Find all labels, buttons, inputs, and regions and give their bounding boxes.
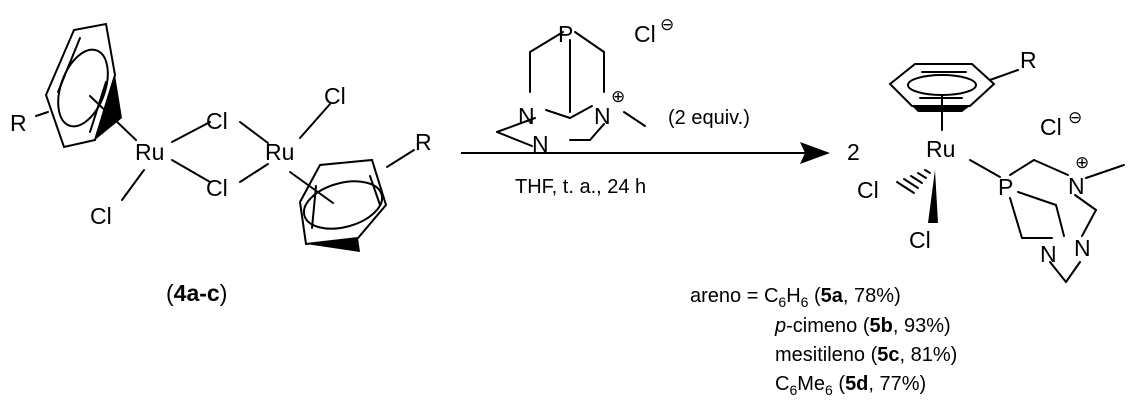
product-cl-wedge: Cl [909, 227, 931, 253]
reactant-cl-terminal-left: Cl [90, 203, 112, 229]
arene-ring-right [298, 158, 388, 252]
yield-line-5d: C6Me6 (5d, 77%) [775, 373, 926, 398]
reaction-arrow [461, 142, 830, 164]
yield-line-5c: mesitileno (5c, 81%) [775, 344, 957, 366]
reactant-dimer: R Ru Cl Cl Ru Cl Cl R (4a-c) [10, 22, 432, 306]
reagent-counterion: Cl [634, 21, 656, 47]
product-bond-r [989, 69, 1019, 81]
reagent-plus-charge: ⊕ [611, 87, 625, 106]
yields-list: areno = C6H6 (5a, 78%) p-cimeno (5b, 93%… [690, 285, 957, 398]
bond-ru1-clbt [171, 121, 211, 143]
product-r: R [1020, 47, 1037, 73]
reactant-cl-bridge-top: Cl [206, 108, 228, 134]
yield-line-5b: p-cimeno (5b, 93%) [774, 315, 951, 337]
product-coefficient: 2 [847, 139, 860, 165]
product-complex: 2 R Ru Cl Cl P N ⊕ N N Cl ⊖ [847, 47, 1125, 283]
yield-line-5a: areno = C6H6 (5a, 78%) [690, 285, 901, 310]
reagent-equivalents: (2 equiv.) [668, 107, 750, 129]
reagent-n-atom-plus: N [594, 103, 611, 129]
reaction-conditions: THF, t. a., 24 h [515, 176, 646, 198]
reactant-compound-label: (4a-c) [166, 280, 227, 306]
bond-ru2-clterm [299, 103, 331, 139]
reactant-ru-right: Ru [265, 139, 294, 165]
bond-arene-ru-left [89, 95, 137, 141]
product-wedge-bond [928, 170, 938, 223]
bond-r-left [35, 111, 49, 117]
reactant-r-right: R [415, 129, 432, 155]
bond-ru1-clbb [171, 159, 211, 183]
product-cl-hashed: Cl [857, 177, 879, 203]
reactant-r-left: R [10, 110, 27, 136]
product-ru: Ru [926, 136, 955, 162]
product-plus-charge: ⊕ [1075, 153, 1089, 172]
product-p: P [998, 174, 1013, 200]
reactant-cl-bridge-bottom: Cl [206, 175, 228, 201]
bond-r-right [386, 149, 415, 168]
bond-arene-ru-right [289, 171, 334, 204]
product-n-plus: N [1068, 173, 1085, 199]
product-hashed-bond [896, 169, 931, 194]
bond-clbt-ru2 [239, 121, 269, 144]
product-counterion-charge: ⊖ [1068, 108, 1082, 127]
bond-clbb-ru2 [239, 163, 269, 183]
product-n-atom-b: N [1074, 235, 1091, 261]
bond-ru1-clterm [121, 169, 145, 201]
reagent-pta-me: P N N N ⊕ Cl ⊖ (2 equiv.) [496, 15, 750, 157]
reagent-counterion-charge: ⊖ [660, 15, 674, 34]
reactant-cl-terminal-right: Cl [324, 83, 346, 109]
product-counterion: Cl [1040, 114, 1062, 140]
product-pta-cage [1009, 159, 1125, 283]
reagent-n-atom-b: N [532, 131, 549, 157]
product-n-atom-a: N [1040, 241, 1057, 267]
product-bond-ru-p [969, 159, 1001, 178]
reagent-n-atom-a: N [518, 103, 535, 129]
reactant-ru-left: Ru [135, 139, 164, 165]
arene-ring-left [44, 22, 122, 149]
reagent-p-atom: P [558, 21, 573, 47]
